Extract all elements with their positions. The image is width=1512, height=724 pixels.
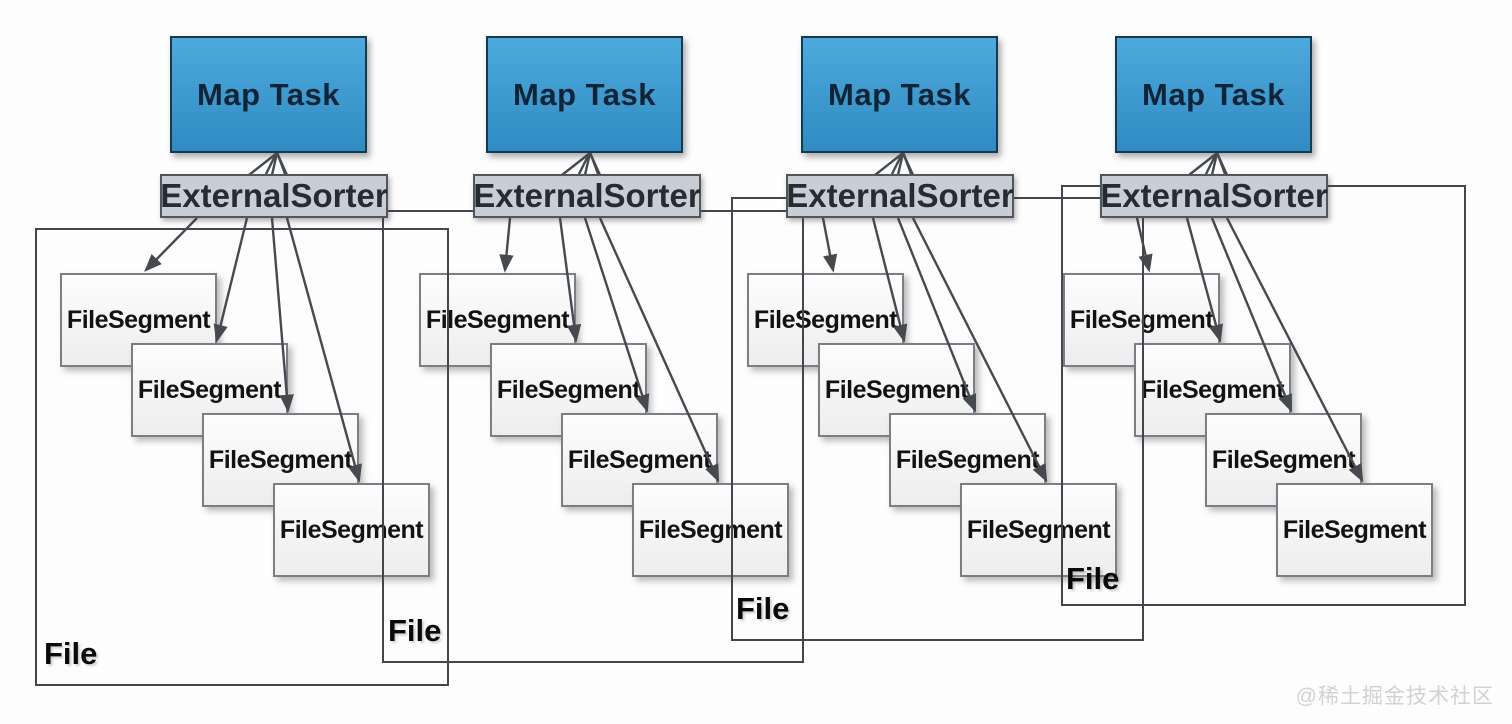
file-label-1: File — [44, 636, 98, 671]
arrow-down-2-1 — [499, 217, 514, 273]
external-sorter-box-1: ExternalSorter — [160, 174, 388, 218]
arrow-up-head-3 — [890, 148, 913, 175]
file-label-3: File — [736, 591, 790, 626]
arrow-up-line-3-3 — [901, 152, 915, 176]
external-sorter-box-2: ExternalSorter — [473, 174, 701, 218]
arrow-down-1-1 — [144, 217, 198, 272]
arrow-up-line-1-2 — [270, 152, 279, 176]
external-sorter-box-4: ExternalSorter — [1100, 174, 1328, 218]
file-label-4: File — [1066, 561, 1120, 596]
arrow-up-line-4-3 — [1215, 152, 1229, 176]
arrow-up-line-4-2 — [1210, 152, 1219, 176]
file-segment-box-4-4: FileSegment — [1276, 483, 1433, 577]
watermark: @稀土掘金技术社区 — [1295, 685, 1494, 708]
map-task-box-4: Map Task — [1115, 36, 1312, 153]
arrow-up-line-1-1 — [248, 152, 278, 176]
file-label-2: File — [388, 613, 442, 648]
arrow-up-line-2-2 — [583, 152, 592, 176]
file-segment-box-1-4: FileSegment — [273, 483, 430, 577]
map-task-box-1: Map Task — [170, 36, 367, 153]
arrow-up-head-1 — [264, 148, 287, 175]
arrow-up-line-3-1 — [874, 152, 904, 176]
arrow-up-head-4 — [1204, 148, 1227, 175]
arrow-up-line-3-2 — [896, 152, 905, 176]
arrow-up-line-2-3 — [588, 152, 602, 176]
arrow-down-3-1 — [821, 217, 838, 273]
arrow-down-4-1 — [1135, 217, 1153, 273]
arrow-up-line-1-3 — [275, 152, 289, 176]
file-segment-box-2-4: FileSegment — [632, 483, 789, 577]
arrow-up-line-2-1 — [561, 152, 591, 176]
arrow-up-line-4-1 — [1188, 152, 1218, 176]
arrow-up-head-2 — [577, 148, 600, 175]
external-sorter-box-3: ExternalSorter — [786, 174, 1014, 218]
map-task-box-2: Map Task — [486, 36, 683, 153]
map-task-box-3: Map Task — [801, 36, 998, 153]
arrow-down-1-2 — [213, 217, 249, 343]
